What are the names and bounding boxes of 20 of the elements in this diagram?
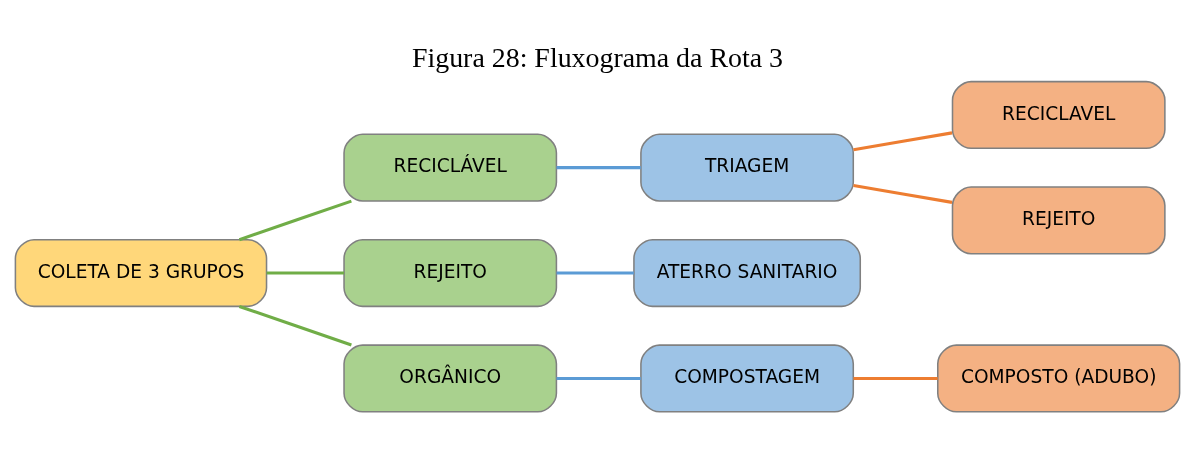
node-box: COLETA DE 3 GRUPOS	[14, 238, 268, 307]
node-box: ATERRO SANITARIO	[633, 238, 862, 307]
connector	[853, 376, 938, 380]
node-box: COMPOSTO (ADUBO)	[937, 343, 1181, 413]
diagram-title: Figura 28: Fluxograma da Rota 3	[411, 41, 784, 73]
connector	[556, 376, 641, 380]
connector	[556, 165, 641, 169]
connector	[853, 183, 953, 204]
node-box: COMPOSTAGEM	[640, 343, 855, 413]
connector	[238, 304, 352, 346]
node-box: RECICLÁVEL	[343, 133, 558, 202]
connector	[853, 130, 953, 151]
node-box: REJEITO	[343, 238, 558, 307]
node-box: REJEITO	[951, 185, 1166, 254]
connector	[266, 271, 345, 275]
node-box: ORGÂNICO	[343, 343, 558, 413]
connector	[556, 271, 634, 275]
node-box: TRIAGEM	[640, 133, 855, 202]
node-box: RECICLAVEL	[951, 80, 1166, 149]
connector	[238, 199, 352, 241]
